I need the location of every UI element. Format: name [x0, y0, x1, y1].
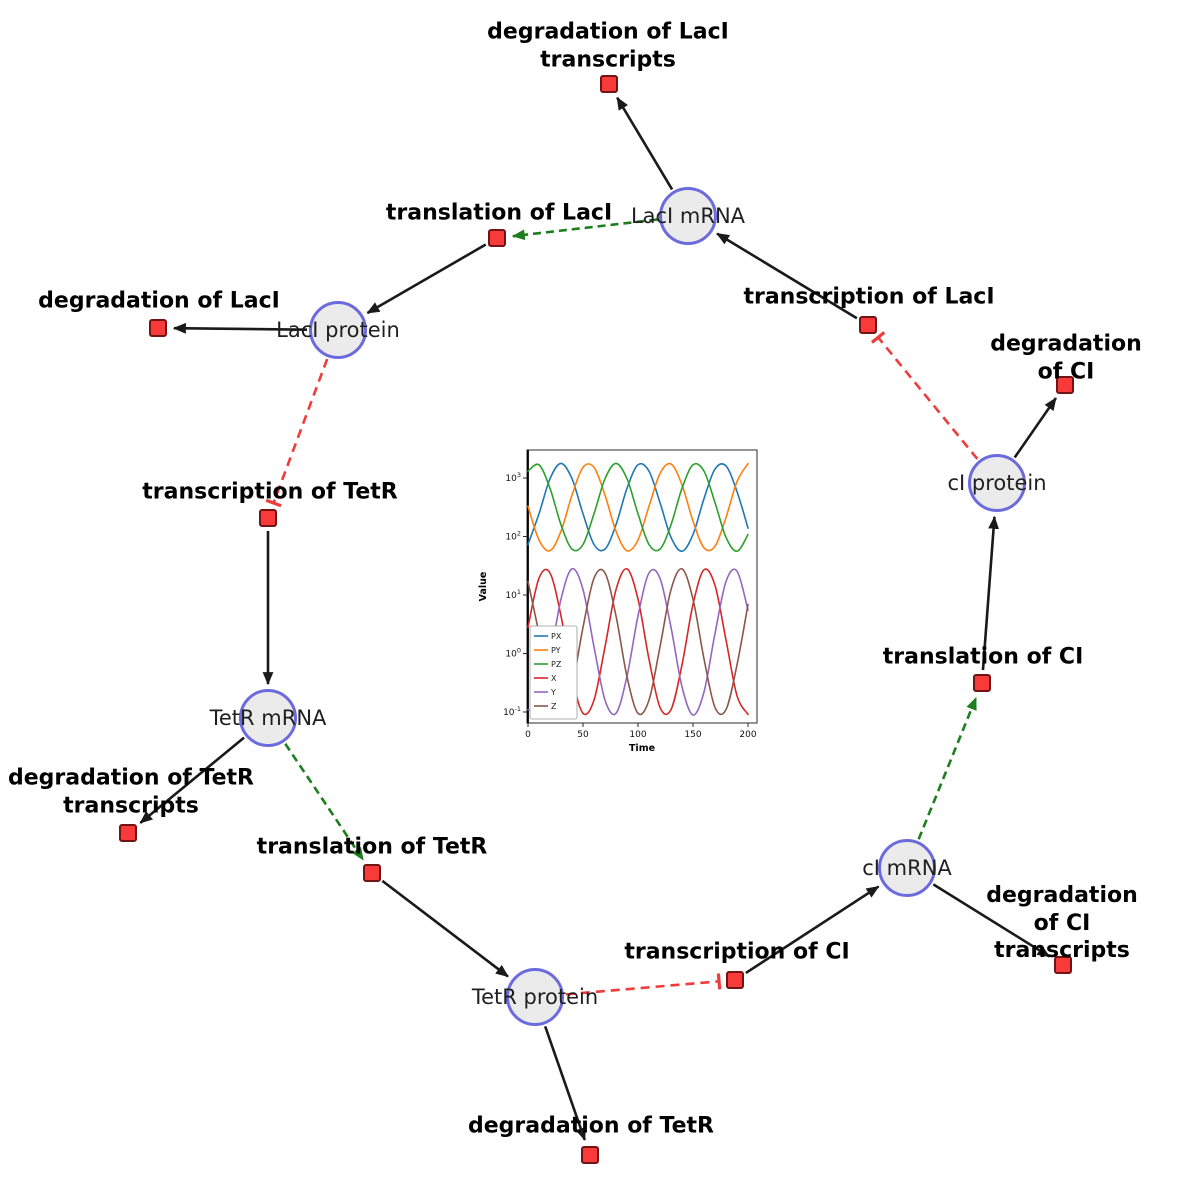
edge-ci-mrna-to-deg-ci-tx — [932, 883, 1051, 958]
reaction-label-tx-ci: transcription of CI — [624, 939, 850, 965]
species-label-laci-protein: LacI protein — [276, 318, 400, 342]
series-y — [527, 567, 749, 716]
edge-ci-protein-to-deg-ci — [1013, 397, 1057, 459]
y-tick-label: 10-1 — [503, 705, 521, 718]
reaction-node-deg-ci — [1056, 376, 1074, 394]
species-label-laci-mrna: LacI mRNA — [630, 204, 746, 228]
edge-tx-ci-to-ci-mrna — [745, 885, 880, 974]
x-tick-label: 50 — [577, 730, 589, 740]
edge-laci-mrna-to-transl-laci — [511, 218, 658, 241]
species-node-tetr-mrna — [239, 689, 297, 747]
reaction-label-tx-laci: transcription of LacI — [743, 284, 995, 310]
edge-tx-laci-to-laci-mrna — [716, 232, 858, 320]
reaction-node-deg-tetr-tx — [119, 824, 137, 842]
reaction-node-transl-ci — [973, 674, 991, 692]
x-tick-label: 150 — [684, 730, 701, 740]
reaction-label-transl-tetr: translation of TetR — [256, 834, 488, 860]
y-tick-label: 103 — [505, 471, 521, 484]
species-label-tetr-mrna: TetR mRNA — [209, 706, 327, 730]
reaction-node-tx-ci — [726, 971, 744, 989]
edge-tetr-mrna-to-deg-tetr-tx — [139, 736, 245, 824]
legend-label-pz: PZ — [551, 660, 562, 669]
chart-legend: PX PY PZ XYZ — [529, 625, 578, 720]
y-axis-label: Value — [478, 572, 489, 602]
reaction-label-deg-laci-tx: degradation of LacI transcripts — [487, 19, 729, 73]
y-tick-label: 100 — [505, 647, 521, 660]
legend-label-px: PX — [551, 632, 562, 641]
reaction-label-tx-tetr: transcription of TetR — [142, 479, 398, 505]
reaction-node-deg-ci-tx — [1054, 956, 1072, 974]
species-label-ci-protein: cI protein — [947, 471, 1047, 495]
legend-label-x: X — [551, 674, 557, 683]
reaction-label-transl-laci: translation of LacI — [385, 200, 613, 226]
species-label-ci-mrna: cI mRNA — [862, 856, 952, 880]
species-node-ci-mrna — [878, 839, 936, 897]
edge-laci-protein-to-tx-tetr — [265, 358, 329, 508]
legend-label-z: Z — [551, 702, 557, 711]
species-label-tetr-protein: TetR protein — [471, 985, 599, 1009]
chart-axes: 10-1 100 101 102 103 0 50 100 150 200 — [503, 449, 758, 740]
edge-laci-mrna-to-deg-laci-tx — [616, 96, 674, 191]
y-tick-label: 102 — [505, 530, 521, 543]
species-node-ci-protein — [968, 454, 1026, 512]
reaction-node-transl-laci — [488, 229, 506, 247]
reaction-label-transl-ci: translation of CI — [882, 644, 1084, 670]
edge-transl-laci-to-laci-protein — [366, 243, 487, 315]
reaction-label-deg-laci: degradation of LacI — [38, 288, 280, 314]
x-tick-label: 200 — [739, 730, 756, 740]
reaction-node-deg-laci-tx — [600, 75, 618, 93]
species-node-laci-protein — [309, 301, 367, 359]
series-px — [527, 462, 749, 552]
reaction-label-deg-tetr-tx: degradation of TetR transcripts — [7, 765, 255, 819]
edge-tetr-mrna-to-transl-tetr — [284, 743, 365, 861]
y-tick-label: 101 — [505, 588, 521, 601]
reaction-label-deg-tetr: degradation of TetR — [467, 1113, 715, 1139]
reaction-node-deg-laci — [149, 319, 167, 337]
reaction-node-transl-tetr — [363, 864, 381, 882]
reaction-node-tx-tetr — [259, 509, 277, 527]
edge-ci-protein-to-tx-laci — [870, 331, 979, 460]
edge-tetr-protein-to-tx-ci — [565, 973, 722, 996]
legend-label-py: PY — [551, 646, 561, 655]
species-node-tetr-protein — [506, 968, 564, 1026]
edge-tetr-protein-to-deg-tetr — [543, 1025, 586, 1141]
x-tick-label: 100 — [629, 730, 646, 740]
legend-label-y: Y — [550, 688, 556, 697]
reaction-label-deg-ci: degradation of CI — [990, 331, 1142, 385]
species-node-laci-mrna — [659, 187, 717, 245]
x-axis-label: Time — [629, 743, 655, 754]
reaction-node-tx-laci — [859, 316, 877, 334]
edge-laci-protein-to-deg-laci — [172, 322, 308, 334]
reaction-label-deg-ci-tx: degradation of CI transcripts — [986, 882, 1138, 963]
series-pz — [527, 462, 749, 552]
edge-transl-tetr-to-tetr-protein — [381, 879, 509, 978]
reaction-node-deg-tetr — [581, 1146, 599, 1164]
series-py — [527, 462, 749, 552]
edge-transl-ci-to-ci-protein — [981, 515, 999, 671]
x-tick-label: 0 — [525, 730, 531, 740]
